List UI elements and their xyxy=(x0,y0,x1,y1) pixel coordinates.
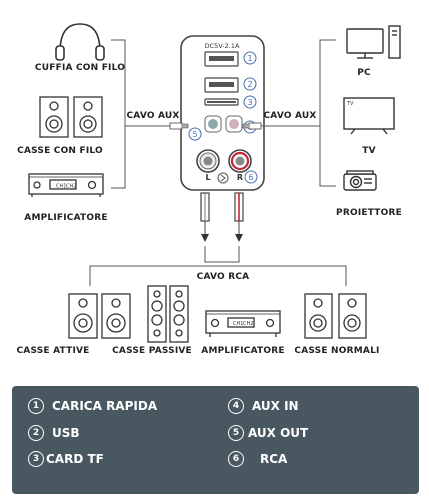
label-projector: PROIETTORE xyxy=(336,208,402,218)
port-num-3: 3 xyxy=(247,98,252,107)
legend-label-6: RCA xyxy=(260,452,288,466)
label-wired-headphones: CUFFIA CON FILO xyxy=(34,63,126,73)
label-aux-cable-left: CAVO AUX xyxy=(126,111,180,121)
legend-item-4: 4 AUX IN xyxy=(228,398,299,414)
legend-item-3: 3 CARD TF xyxy=(28,451,104,467)
label-pc: PC xyxy=(357,68,371,78)
tv-screen-text: TV xyxy=(346,101,354,107)
label-active-speakers: CASSE ATTIVE xyxy=(16,346,90,356)
amp-left-display-2: CH2 xyxy=(66,184,76,190)
legend-label-3: CARD TF xyxy=(46,452,104,466)
active-speakers-icon xyxy=(68,293,131,339)
legend-item-2: 2 USB xyxy=(28,425,80,441)
hub-right-jack-label: R xyxy=(237,173,243,182)
legend-panel xyxy=(12,386,419,494)
label-amplifier-bottom: AMPLIFICATORE xyxy=(201,346,285,356)
rca-distribution-line xyxy=(89,246,347,286)
legend-num-4: 4 xyxy=(228,398,244,414)
passive-speakers-icon xyxy=(147,285,189,343)
label-aux-cable-right: CAVO AUX xyxy=(263,111,317,121)
rca-cables xyxy=(200,192,244,242)
legend-num-2: 2 xyxy=(28,425,44,441)
right-bracket-line xyxy=(319,39,336,187)
tv-icon xyxy=(343,97,395,135)
port-num-6: 6 xyxy=(248,173,253,182)
normal-speakers-icon xyxy=(304,293,367,339)
legend-label-4: AUX IN xyxy=(252,399,299,413)
legend-label-1: CARICA RAPIDA xyxy=(52,399,158,413)
label-amplifier-left: AMPLIFICATORE xyxy=(24,213,108,223)
left-bracket-line xyxy=(111,39,126,189)
label-rca-cable: CAVO RCA xyxy=(196,272,250,282)
headphones-icon xyxy=(55,23,105,61)
amp-bottom-display-2: CH2 xyxy=(243,321,253,327)
amp-bottom-display-1: CH1 xyxy=(233,321,243,327)
amplifier-bottom-icon xyxy=(205,310,281,337)
hub-device xyxy=(180,35,265,191)
hub-power-label: DC5V-2.1A xyxy=(205,42,240,50)
label-normal-speakers: CASSE NORMALI xyxy=(294,346,380,356)
legend-num-5: 5 xyxy=(228,425,244,441)
label-tv: TV xyxy=(362,146,376,156)
label-passive-speakers: CASSE PASSIVE xyxy=(112,346,192,356)
aux-cable-left xyxy=(125,122,189,130)
legend-num-3: 3 xyxy=(28,451,44,467)
label-wired-speakers: CASSE CON FILO xyxy=(17,146,103,156)
pc-icon xyxy=(346,25,401,59)
legend-item-5: 5 AUX OUT xyxy=(228,425,308,441)
projector-icon xyxy=(343,170,377,191)
amplifier-left-icon xyxy=(28,173,104,197)
port-num-1: 1 xyxy=(247,54,252,63)
legend-label-2: USB xyxy=(52,426,80,440)
port-num-2: 2 xyxy=(247,80,252,89)
legend-item-1: 1 CARICA RAPIDA xyxy=(28,398,157,414)
hub-left-jack-label: L xyxy=(205,173,210,182)
legend-label-5: AUX OUT xyxy=(248,426,309,440)
legend-num-1: 1 xyxy=(28,398,44,414)
wired-speakers-icon xyxy=(39,96,103,138)
aux-cable-right xyxy=(242,122,320,130)
legend-item-6: 6 RCA xyxy=(228,451,287,467)
legend-num-6: 6 xyxy=(228,451,244,467)
port-num-5: 5 xyxy=(192,130,197,139)
amp-left-display-1: CH1 xyxy=(56,184,66,190)
